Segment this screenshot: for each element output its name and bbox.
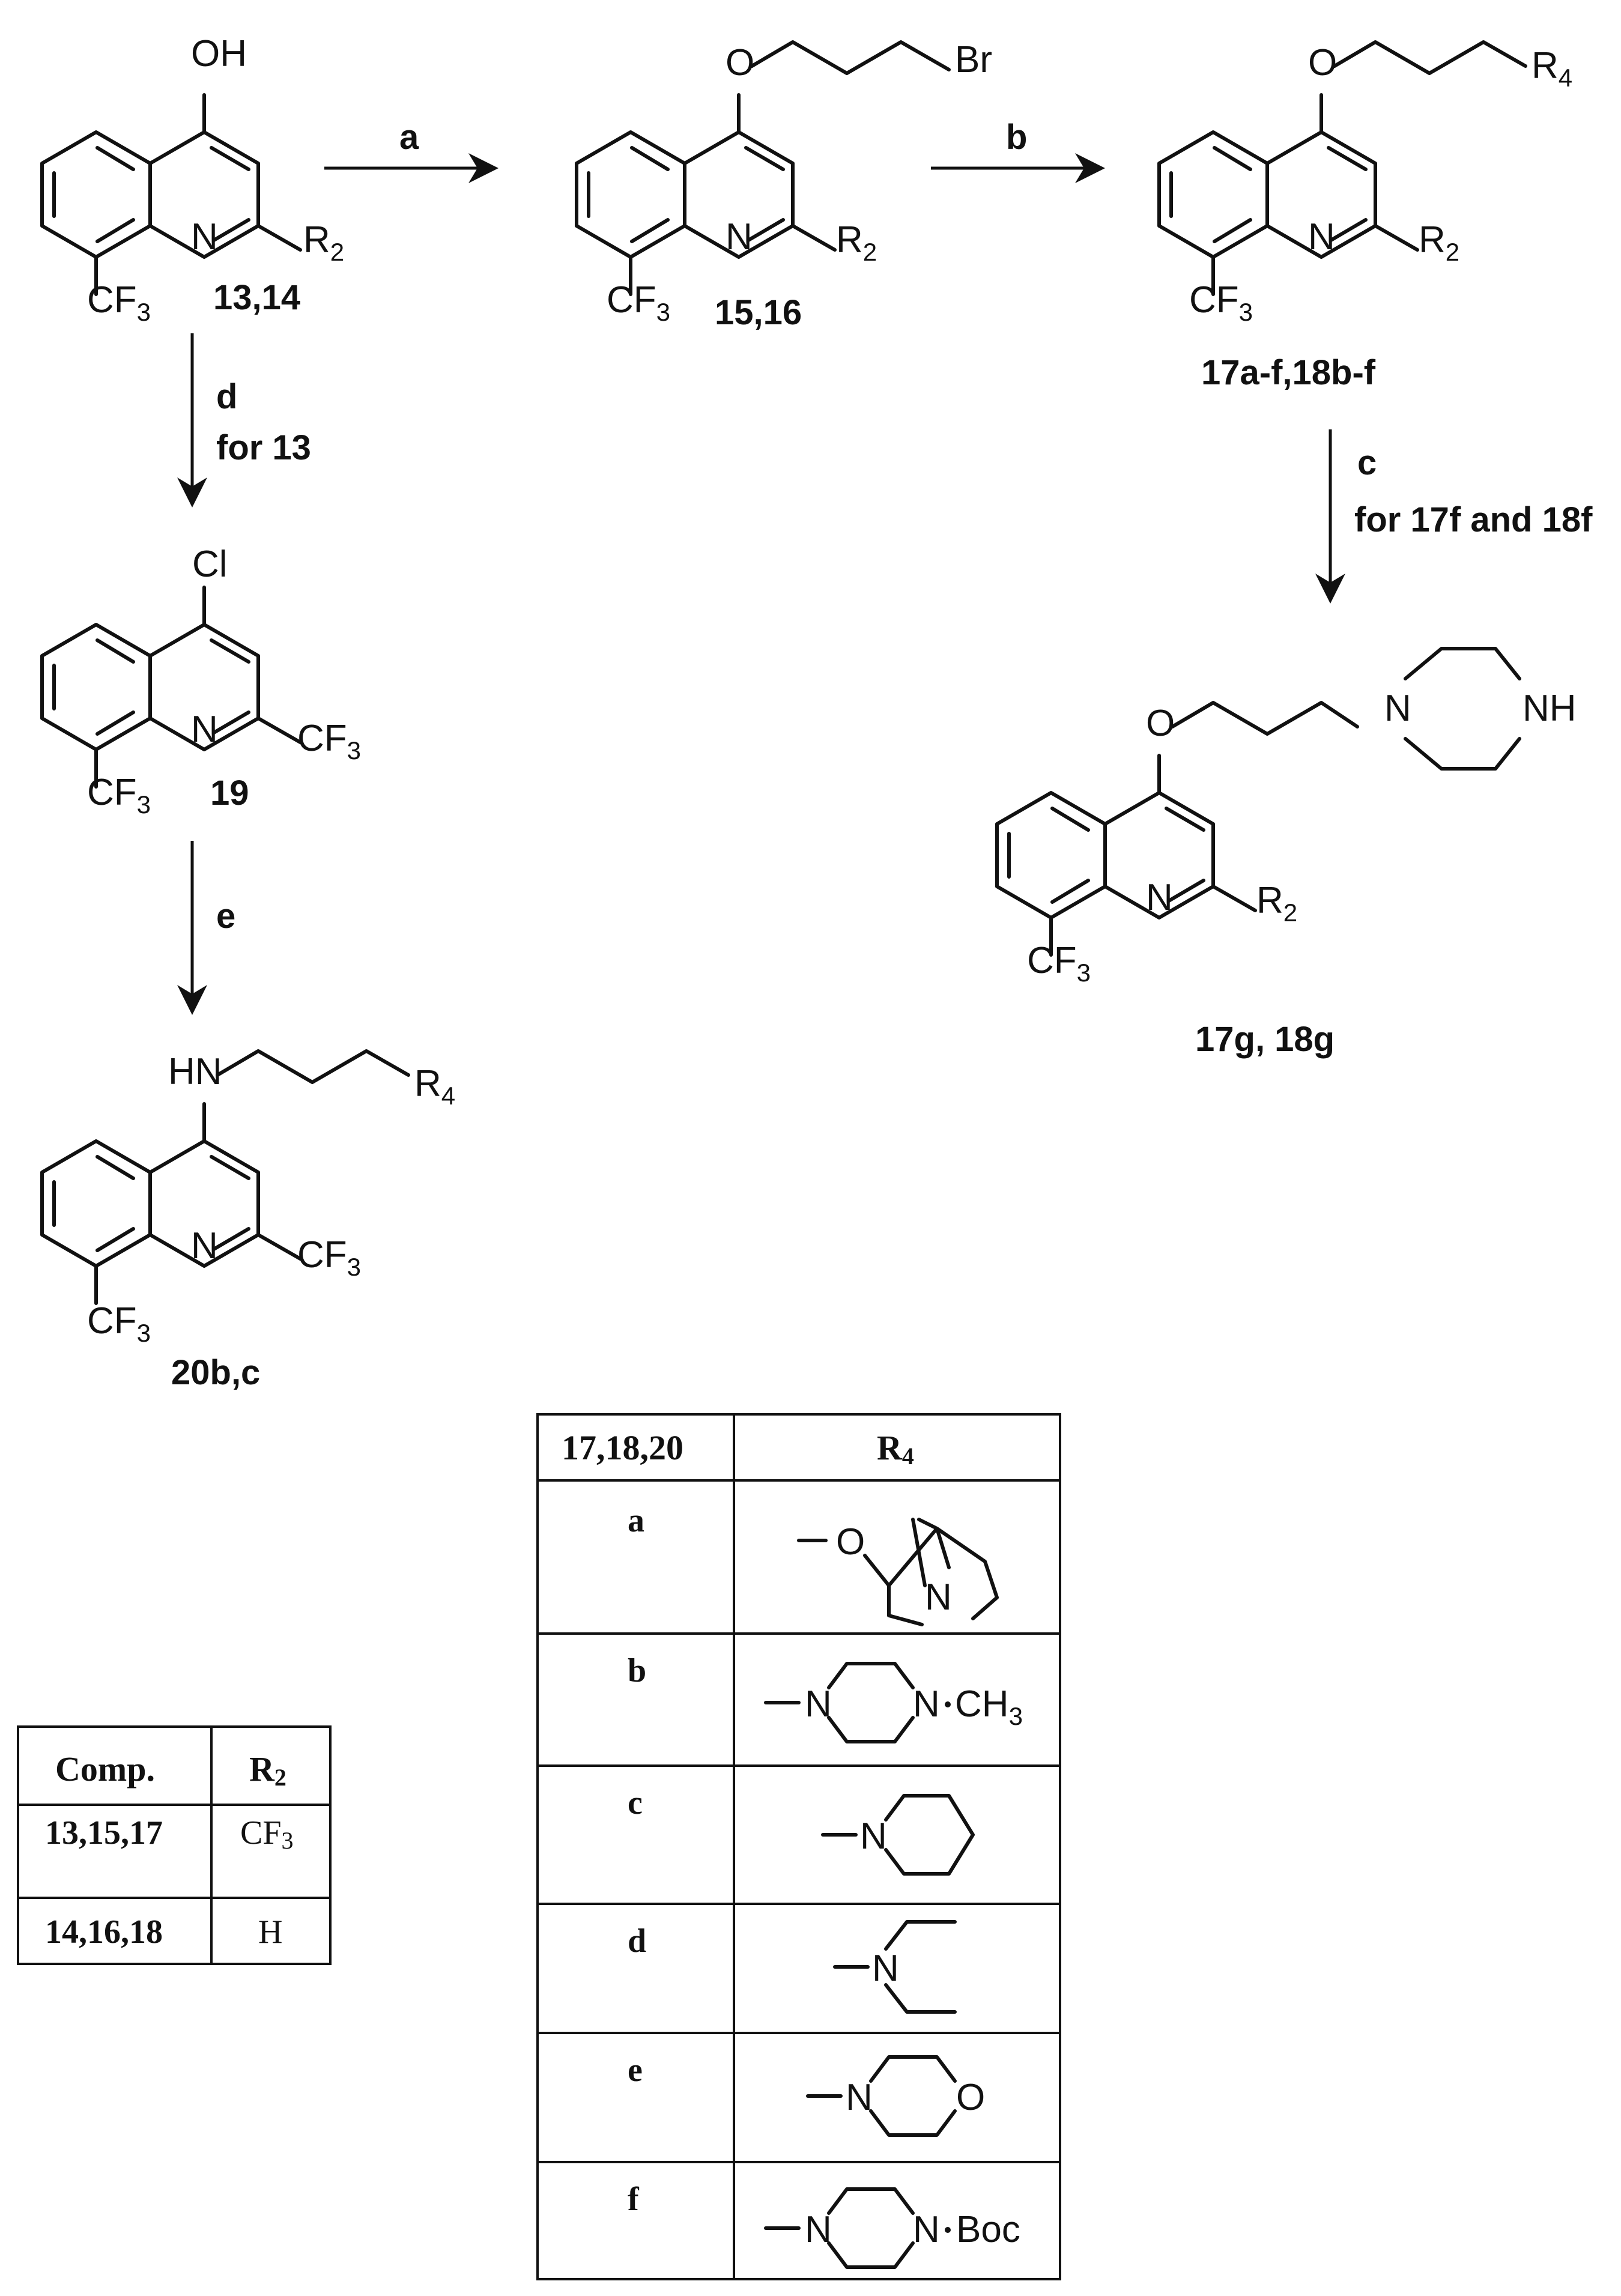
nh-label: NH (1523, 688, 1577, 729)
table-row-key: e (628, 2052, 643, 2089)
cl-label: Cl (192, 544, 228, 585)
table-r2-header-r2: R2 (249, 1749, 286, 1791)
svg-text:N: N (925, 1577, 952, 1618)
morpholinyl-structure: N O (806, 2055, 985, 2137)
hn-label: HN (168, 1051, 222, 1092)
r2-label: R2 (303, 219, 344, 266)
ring-n-label: N (1308, 216, 1335, 258)
svg-text:N: N (913, 1683, 940, 1725)
compound-id: 20b,c (171, 1353, 260, 1392)
arrow-e: e (177, 841, 235, 1015)
arrow-a: a (324, 118, 498, 183)
o-label: O (726, 42, 754, 83)
table-r2: Comp. R2 13,15,17 CF3 14,16,18 H (17, 1725, 332, 1965)
ring-n-label: N (191, 216, 218, 258)
r2-label: R2 (1256, 880, 1297, 927)
arrow-d-condition: for 13 (216, 428, 311, 467)
boc-piperazinyl-structure: N N Boc (764, 2187, 1020, 2269)
compound-id: 17g, 18g (1195, 1020, 1335, 1059)
o-label: O (1308, 42, 1337, 83)
table-row-key: f (628, 2181, 640, 2218)
o-label: O (1146, 703, 1175, 744)
svg-text:N: N (860, 1816, 887, 1857)
arrow-c-label: c (1357, 443, 1377, 482)
compound-17g-18g: O N NH N R2 CF3 17g, 18g (997, 647, 1577, 1059)
svg-text:O: O (956, 2077, 985, 2118)
compound-15-16: O Br N R2 CF3 15,16 (577, 39, 992, 332)
table-r4-header-r4: R4 (877, 1428, 914, 1470)
compound-id: 13,14 (213, 278, 300, 317)
table-row-key: d (628, 1922, 646, 1960)
svg-text:N: N (872, 1948, 899, 1989)
ring-n-label: N (1146, 877, 1173, 918)
svg-text:N: N (846, 2077, 873, 2118)
r2-label: R2 (1419, 219, 1459, 266)
r2-label: R2 (836, 219, 877, 266)
ring-n-label: N (191, 1225, 218, 1267)
svg-text:O: O (836, 1521, 865, 1563)
compound-17a-f-18b-f: O R4 N R2 CF3 17a-f,18b-f (1159, 40, 1572, 392)
cf3-label: CF3 (1027, 940, 1091, 987)
ring-n-label: N (191, 709, 218, 750)
cf3-label: CF3 (87, 1300, 151, 1347)
compound-id: 17a-f,18b-f (1201, 353, 1376, 392)
table-r2-header-comp: Comp. (55, 1749, 155, 1789)
arrow-c: c for 17f and 18f (1315, 429, 1593, 604)
arrow-c-condition: for 17f and 18f (1354, 500, 1593, 539)
oh-label: OH (191, 33, 247, 74)
r4-label: R4 (414, 1063, 455, 1110)
cf3-label: CF3 (607, 279, 670, 326)
svg-text:CH3: CH3 (955, 1683, 1023, 1730)
br-label: Br (955, 39, 992, 80)
arrow-e-label: e (216, 897, 235, 936)
arrow-a-label: a (399, 118, 419, 157)
table-r4: 17,18,20 R4 a O N b N N CH3 c N (536, 1413, 1061, 2280)
table-row-key: c (628, 1784, 643, 1822)
table-row-r2: CF3 (240, 1814, 294, 1854)
arrow-b-label: b (1006, 118, 1027, 157)
table-row-comp: 13,15,17 (45, 1814, 163, 1852)
table-row-comp: 14,16,18 (45, 1913, 163, 1951)
table-row-key: b (628, 1652, 646, 1689)
cf3-2-label: CF3 (297, 1234, 361, 1281)
r4-label: R4 (1532, 45, 1572, 92)
piperazine-n-label: N (1384, 688, 1411, 729)
table-row-r2: H (258, 1913, 282, 1951)
ring-n-label: N (726, 216, 753, 258)
compound-20b-c: HN R4 N CF3 CF3 20b,c (42, 1049, 455, 1392)
cf3-label: CF3 (1189, 279, 1253, 326)
svg-text:N: N (913, 2209, 940, 2250)
arrow-b: b (931, 118, 1105, 183)
cf3-2-label: CF3 (297, 718, 361, 765)
cf3-label: CF3 (87, 772, 151, 819)
diethylamino-structure: N (833, 1920, 957, 2014)
table-r4-header-comp: 17,18,20 (562, 1428, 683, 1467)
table-row-key: a (628, 1502, 644, 1539)
compound-id: 15,16 (715, 293, 802, 332)
compound-id: 19 (210, 774, 249, 813)
compound-19: Cl N CF3 CF3 19 (42, 544, 361, 819)
quinuclidinyloxy-structure: O N (797, 1518, 999, 1626)
methylpiperazinyl-structure: N N CH3 (764, 1662, 1023, 1743)
arrow-d-label: d (216, 377, 237, 416)
arrow-d: d for 13 (177, 333, 311, 507)
svg-text:Boc: Boc (956, 2209, 1020, 2250)
cf3-label: CF3 (87, 279, 151, 326)
piperidinyl-structure: N (821, 1794, 975, 1876)
compound-13-14: OH N R2 CF3 13,14 (42, 33, 344, 326)
